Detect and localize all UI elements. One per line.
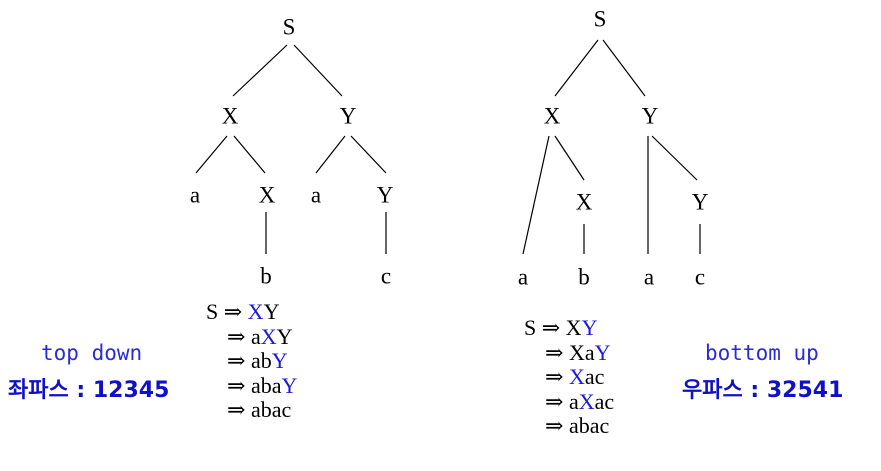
left-node-c: c: [380, 263, 392, 289]
caption-right-parse: 우파스 : 32541: [682, 378, 844, 403]
right-node-c: c: [694, 264, 706, 290]
left-node-a1: a: [189, 182, 201, 208]
left-node-y: Y: [339, 103, 357, 129]
left-edge-y-y: [350, 135, 387, 174]
right-edge-s-x: [554, 39, 599, 97]
caption-bottom-up: bottom up: [705, 341, 819, 365]
right-derivation-step-3: ⇒ Xac: [545, 364, 605, 389]
left-node-b: b: [260, 263, 272, 289]
left-edge-s-x: [232, 44, 288, 97]
right-node-a1: a: [517, 264, 529, 290]
right-node-x: X: [543, 103, 561, 129]
left-node-x: X: [221, 103, 239, 129]
right-edge-x-a: [522, 135, 550, 255]
left-edge-x-x: [233, 135, 266, 174]
left-derivation-step-1: S ⇒ XY: [206, 299, 280, 324]
left-node-a2: a: [310, 182, 322, 208]
left-derivation-step-5: ⇒ abac: [227, 397, 292, 422]
left-edge-y-a: [315, 135, 346, 174]
right-edge-y-y: [651, 135, 698, 181]
right-node-y: Y: [641, 103, 659, 129]
left-derivation: S ⇒ XY ⇒ aXY ⇒ abY ⇒ abaY ⇒ abac: [206, 299, 298, 423]
right-derivation-step-5: ⇒ abac: [545, 413, 610, 438]
left-node-y2: Y: [376, 182, 394, 208]
right-edge-x-x: [554, 135, 585, 181]
right-node-s: S: [593, 6, 607, 32]
left-node-s: S: [282, 14, 296, 40]
left-derivation-step-2: ⇒ aXY: [227, 323, 293, 349]
right-derivation-step-1: S ⇒ XY: [524, 315, 598, 340]
right-node-x2: X: [575, 189, 593, 215]
right-derivation: S ⇒ XY ⇒ XaY ⇒ Xac ⇒ aXac ⇒ abac: [524, 315, 615, 439]
left-derivation-step-4: ⇒ abaY: [227, 372, 298, 398]
right-derivation-step-2: ⇒ XaY: [545, 339, 611, 365]
right-node-b: b: [578, 264, 590, 290]
right-derivation-step-4: ⇒ aXac: [545, 388, 615, 414]
right-node-y2: Y: [691, 189, 709, 215]
caption-top-down: top down: [41, 341, 143, 365]
right-edge-s-y: [602, 39, 646, 97]
left-edge-x-a: [195, 135, 228, 174]
caption-left-parse: 좌파스 : 12345: [8, 378, 170, 403]
left-edge-s-y: [293, 44, 343, 97]
left-derivation-step-3: ⇒ abY: [227, 348, 288, 373]
left-node-x2: X: [258, 182, 276, 208]
right-node-a2: a: [643, 264, 655, 290]
